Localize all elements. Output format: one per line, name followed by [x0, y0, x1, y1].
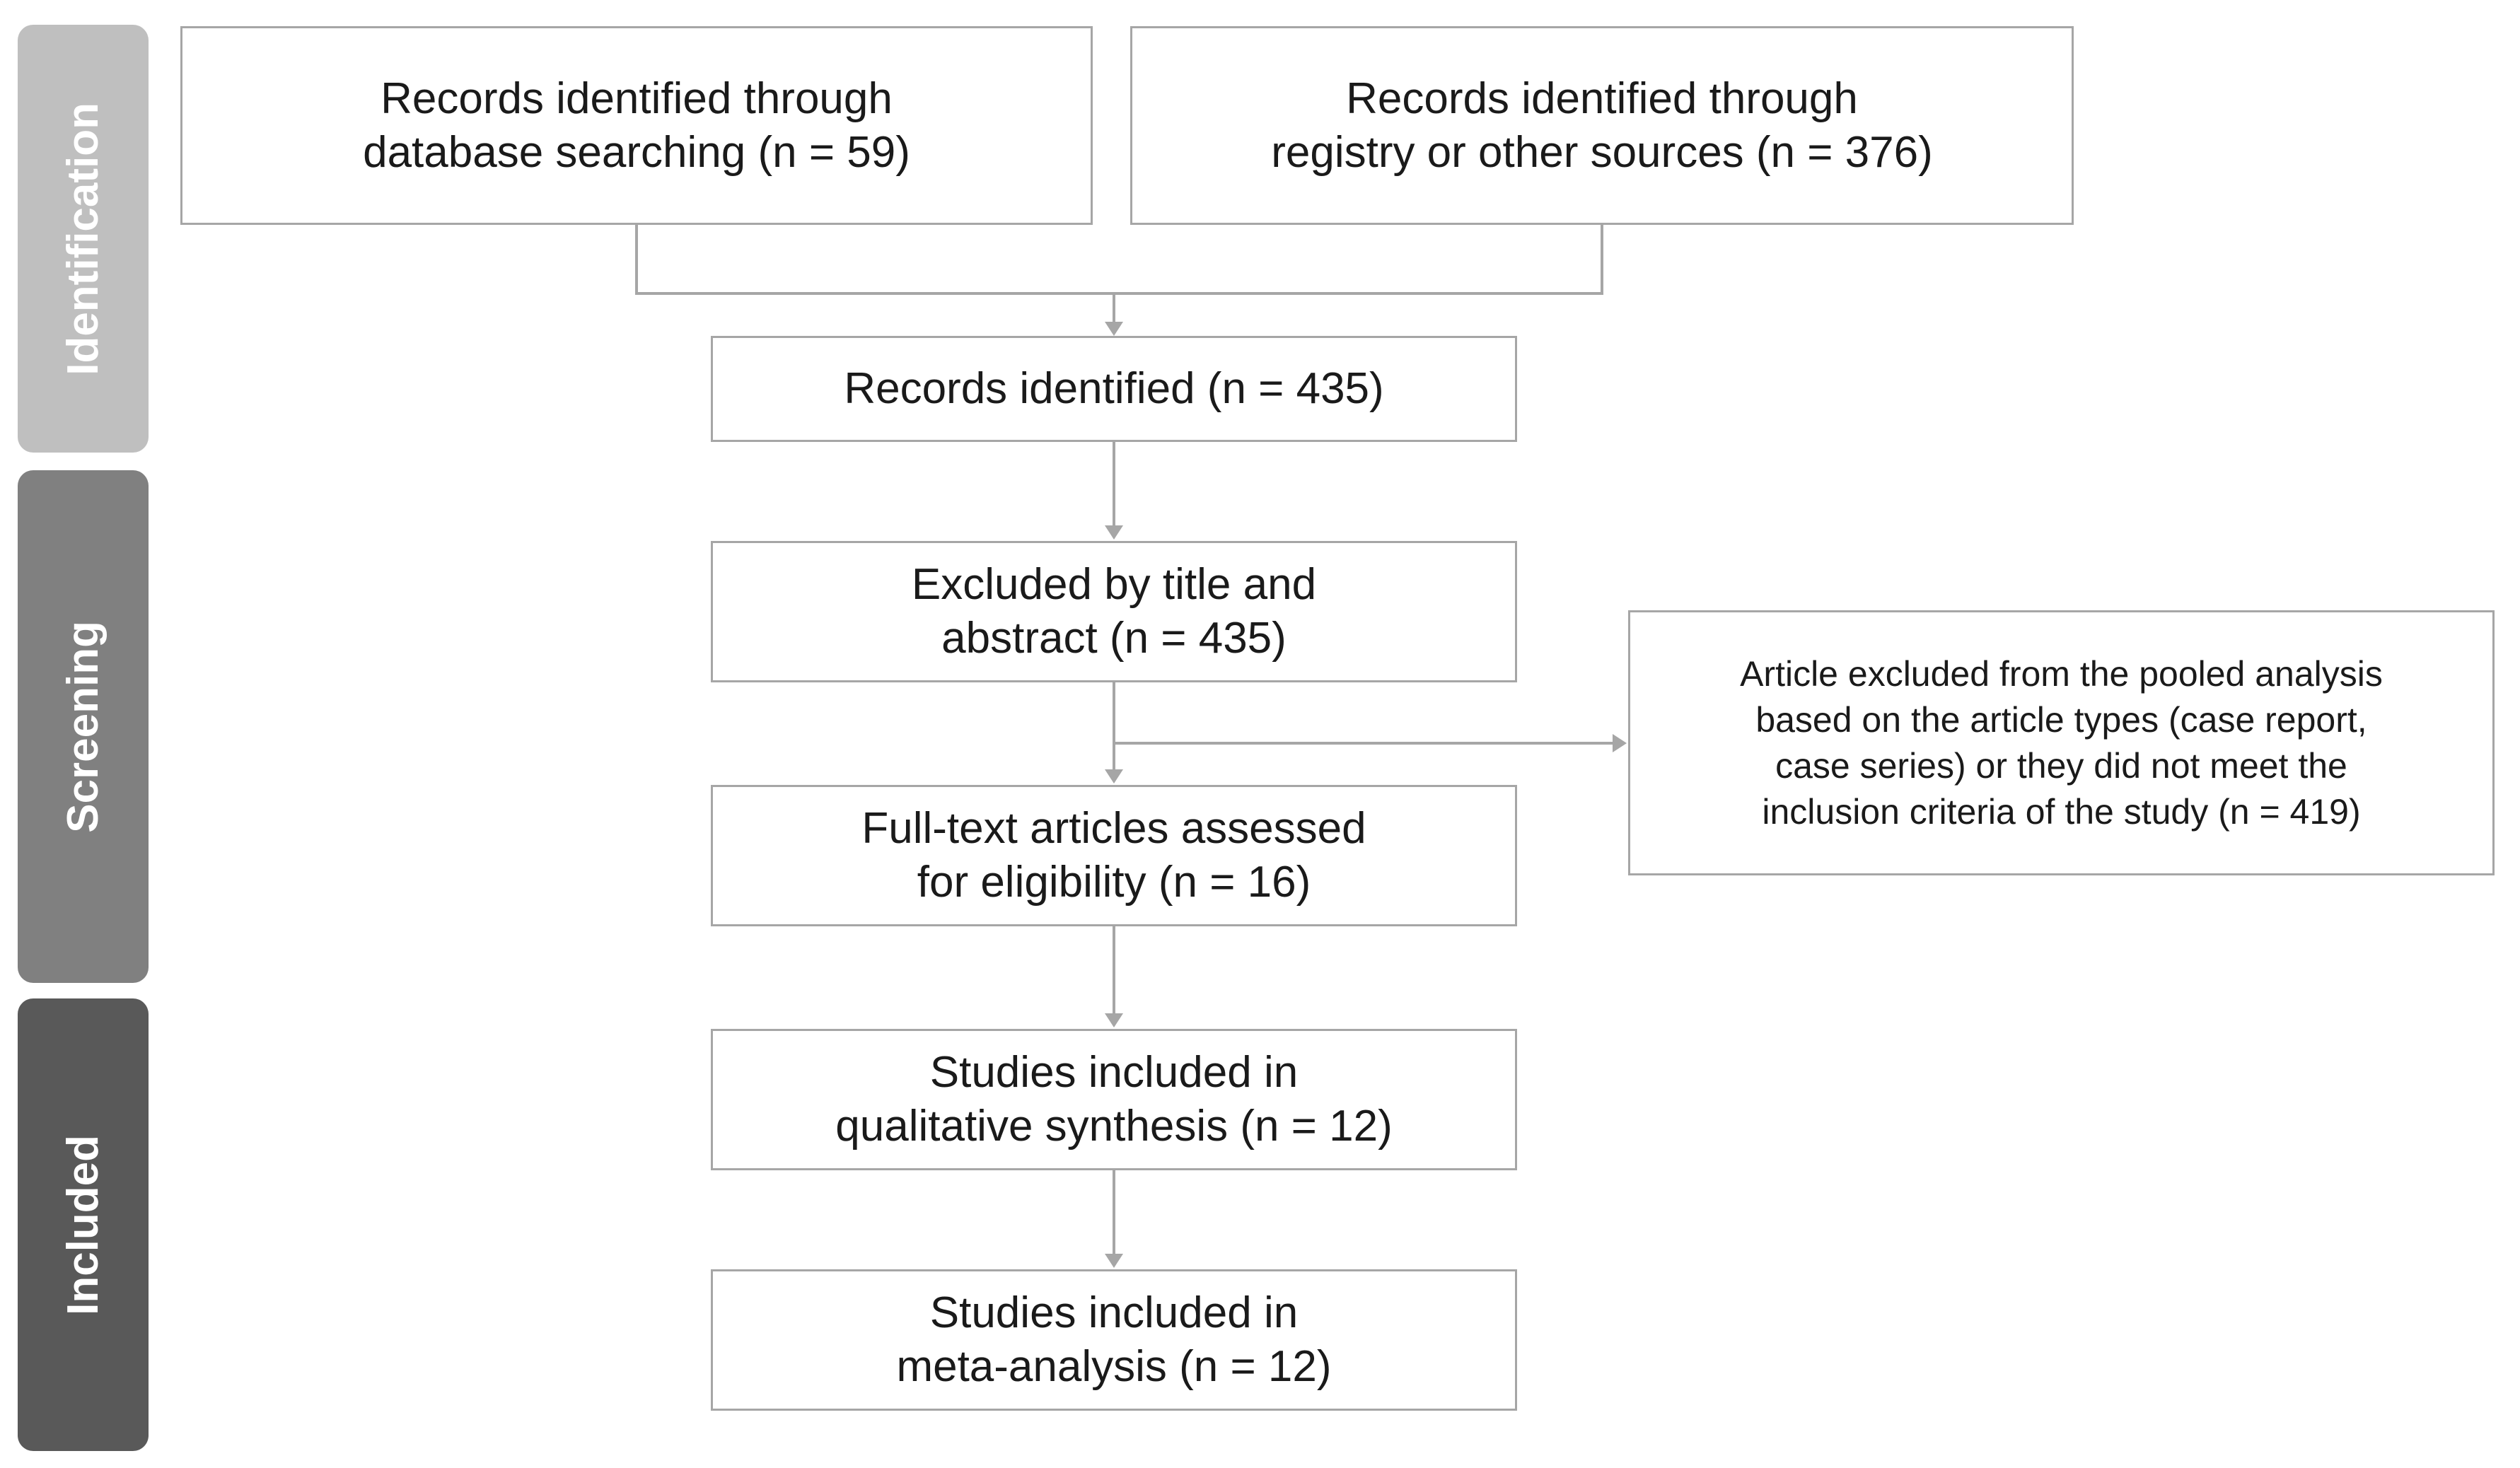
arrowhead-to-exclusion-note — [1613, 734, 1627, 752]
connector-merge-to-records — [1113, 292, 1115, 322]
box-excluded-title-abstract: Excluded by title and abstract (n = 435) — [711, 541, 1517, 682]
connector-registry-drop — [1601, 225, 1603, 293]
arrowhead-to-fulltext — [1105, 769, 1123, 783]
stage-tab-identification-label: Identification — [58, 102, 108, 375]
arrowhead-to-records-identified — [1105, 322, 1123, 336]
box-fulltext-assessed: Full-text articles assessed for eligibil… — [711, 785, 1517, 926]
box-exclusion-note: Article excluded from the pooled analysi… — [1628, 610, 2495, 875]
box-records-identified: Records identified (n = 435) — [711, 336, 1517, 442]
box-database-searching: Records identified through database sear… — [180, 26, 1093, 225]
box-qualitative-synthesis: Studies included in qualitative synthesi… — [711, 1029, 1517, 1170]
stage-tab-included: Included — [18, 998, 149, 1451]
box-excluded-title-abstract-text: Excluded by title and abstract (n = 435) — [911, 560, 1317, 663]
box-registry-sources: Records identified through registry or o… — [1130, 26, 2074, 225]
box-meta-analysis: Studies included in meta-analysis (n = 1… — [711, 1269, 1517, 1411]
stage-tab-included-label: Included — [58, 1134, 108, 1315]
box-fulltext-assessed-text: Full-text articles assessed for eligibil… — [861, 804, 1366, 907]
box-meta-analysis-text: Studies included in meta-analysis (n = 1… — [896, 1288, 1332, 1391]
connector-fulltext-to-qualitative — [1113, 926, 1115, 1013]
connector-db-drop — [635, 225, 638, 293]
arrowhead-to-excluded — [1105, 525, 1123, 540]
arrowhead-to-meta-analysis — [1105, 1254, 1123, 1268]
box-qualitative-synthesis-text: Studies included in qualitative synthesi… — [835, 1048, 1393, 1150]
stage-tab-screening-label: Screening — [58, 620, 108, 833]
box-registry-sources-text: Records identified through registry or o… — [1271, 74, 1933, 177]
connector-branch-to-note — [1113, 742, 1613, 745]
connector-qualitative-to-meta — [1113, 1170, 1115, 1254]
connector-records-to-excluded — [1113, 442, 1115, 525]
box-database-searching-text: Records identified through database sear… — [363, 74, 910, 177]
arrowhead-to-qualitative — [1105, 1013, 1123, 1027]
connector-excluded-to-fulltext — [1113, 682, 1115, 769]
stage-tab-identification: Identification — [18, 25, 149, 453]
stage-tab-screening: Screening — [18, 470, 149, 983]
box-exclusion-note-text: Article excluded from the pooled analysi… — [1740, 653, 2383, 832]
box-records-identified-text: Records identified (n = 435) — [844, 364, 1384, 414]
connector-merge-bar — [635, 292, 1603, 295]
